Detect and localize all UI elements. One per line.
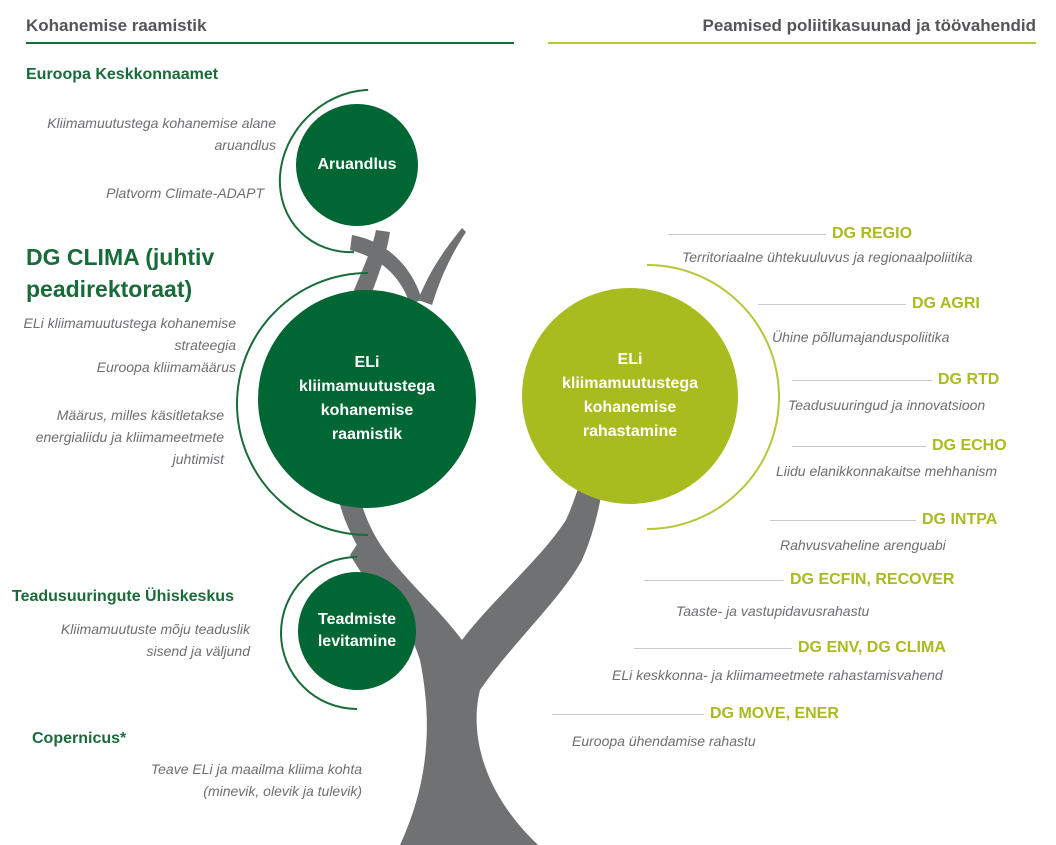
circle-knowledge-label: Teadmiste levitamine bbox=[317, 611, 397, 650]
tick-intpa bbox=[770, 520, 916, 521]
desc-agri: Ühine põllumajanduspoliitika bbox=[772, 329, 950, 345]
tick-regio bbox=[668, 234, 826, 235]
circle-reporting-label: Aruandlus bbox=[317, 156, 397, 173]
header-left-rule bbox=[26, 42, 514, 44]
jrc-item-science: Kliimamuutuste mõju teaduslik sisend ja … bbox=[60, 621, 250, 659]
desc-intpa: Rahvusvaheline arenguabi bbox=[780, 537, 946, 553]
desc-regio: Territoriaalne ühtekuuluvus ja regionaal… bbox=[682, 249, 973, 265]
org-jrc: Teadusuuringute Ühiskeskus bbox=[12, 588, 234, 605]
copernicus-item-climate-info: Teave ELi ja maailma kliima kohta (minev… bbox=[150, 761, 362, 799]
clima-item-strategy: ELi kliimamuutustega kohanemise strateeg… bbox=[23, 315, 236, 353]
tick-env bbox=[634, 648, 792, 649]
desc-move: Euroopa ühendamise rahastu bbox=[572, 733, 756, 749]
tree-twig bbox=[418, 228, 466, 305]
circle-funding: ELi kliimamuutustega kohanemise rahastam… bbox=[522, 288, 738, 504]
circle-reporting: Aruandlus bbox=[296, 104, 418, 226]
header-right: Peamised poliitikasuunad ja töövahendid bbox=[702, 16, 1036, 35]
desc-env: ELi keskkonna- ja kliimameetmete rahasta… bbox=[612, 667, 943, 683]
header-right-rule bbox=[548, 42, 1036, 44]
desc-echo: Liidu elanikkonnakaitse mehhanism bbox=[776, 463, 998, 479]
org-eea: Euroopa Keskkonnaamet bbox=[26, 66, 219, 83]
dg-agri: DG AGRI bbox=[912, 295, 980, 312]
tick-agri bbox=[758, 304, 906, 305]
dg-move-ener: DG MOVE, ENER bbox=[710, 705, 839, 722]
clima-item-climate-law: Euroopa kliimamäärus bbox=[96, 359, 236, 375]
circle-framework: ELi kliimamuutustega kohanemise raamisti… bbox=[258, 290, 476, 508]
desc-rtd: Teadusuuringud ja innovatsioon bbox=[788, 397, 986, 413]
tick-move bbox=[552, 714, 704, 715]
header-left: Kohanemise raamistik bbox=[26, 16, 207, 35]
dg-regio: DG REGIO bbox=[832, 225, 913, 242]
eea-item-reporting: Kliimamuutustega kohanemise alane aruand… bbox=[47, 115, 276, 153]
tick-ecfin bbox=[644, 580, 784, 581]
dg-echo: DG ECHO bbox=[932, 437, 1007, 454]
tree-branch-upper bbox=[350, 235, 422, 304]
circle-funding-label: ELi kliimamuutustega kohanemise rahastam… bbox=[561, 351, 699, 440]
org-copernicus: Copernicus* bbox=[32, 730, 127, 747]
tick-echo bbox=[792, 446, 926, 447]
circle-framework-label: ELi kliimamuutustega kohanemise raamisti… bbox=[298, 354, 436, 443]
dg-rtd: DG RTD bbox=[938, 371, 1000, 388]
eea-item-climate-adapt: Platvorm Climate-ADAPT bbox=[106, 185, 264, 201]
tick-rtd bbox=[792, 380, 932, 381]
org-dg-clima: DG CLIMA (juhtiv peadirektoraat) bbox=[26, 244, 215, 302]
desc-ecfin: Taaste- ja vastupidavusrahastu bbox=[676, 603, 870, 619]
tree-trunk bbox=[333, 420, 612, 845]
circle-knowledge: Teadmiste levitamine bbox=[298, 572, 416, 690]
dg-env-clima: DG ENV, DG CLIMA bbox=[798, 639, 946, 656]
clima-item-governance: Määrus, milles käsitletakse energialiidu… bbox=[35, 407, 224, 467]
dg-ecfin-recover: DG ECFIN, RECOVER bbox=[790, 571, 955, 588]
dg-intpa: DG INTPA bbox=[922, 511, 998, 528]
